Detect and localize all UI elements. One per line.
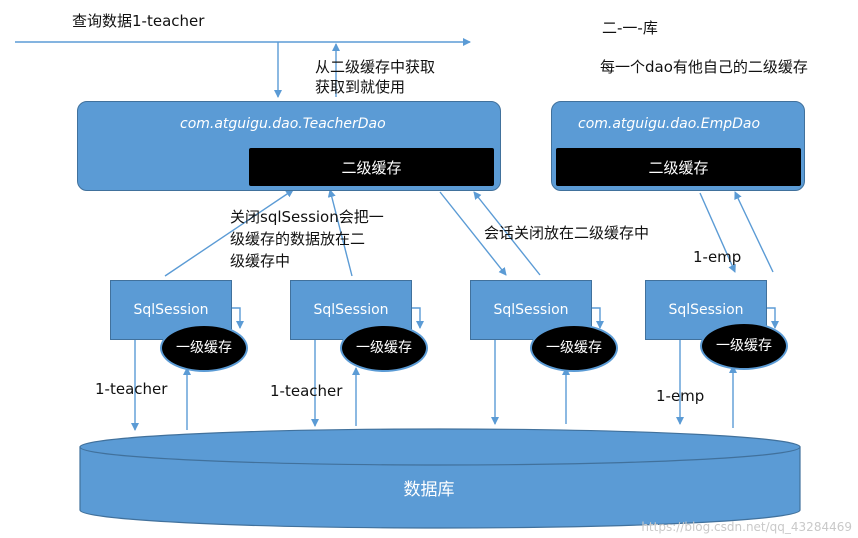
database-label: 数据库 (403, 480, 455, 500)
session-close-note: 会话关闭放在二级缓存中 (484, 224, 650, 242)
session4-to-l2-arrow (734, 191, 774, 273)
session2-to-l2-arrow (327, 189, 353, 277)
emp-l2-cache: 二级缓存 (555, 147, 802, 187)
sql-session-3: SqlSession (470, 280, 592, 340)
per-dao-note: 每一个dao有他自己的二级缓存 (600, 58, 808, 76)
session3-to-l2-arrow (473, 191, 541, 276)
flow-label-2: 1-teacher (270, 382, 343, 400)
l1-cache-1: 一级缓存 (160, 324, 248, 372)
emp-dao-name: com.atguigu.dao.EmpDao (578, 116, 761, 132)
query-note: 查询数据1-teacher (72, 12, 205, 30)
l1-cache-2: 一级缓存 (340, 324, 428, 372)
close-note-line1: 关闭sqlSession会把一 (230, 208, 384, 226)
l1-cache-4: 一级缓存 (700, 322, 788, 370)
watermark: https://blog.csdn.net/qq_43284469 (641, 520, 852, 534)
sql-session-2: SqlSession (290, 280, 412, 340)
emp-flow-upper-label: 1-emp (693, 248, 742, 266)
l2-to-session4-arrow (699, 192, 736, 273)
cache2-elbow-arrow (410, 307, 424, 329)
cache4-elbow-arrow (765, 307, 779, 329)
flow-label-4: 1-emp (656, 387, 705, 405)
database-cylinder (79, 428, 801, 529)
fetch-note-line2: 获取到就使用 (315, 78, 406, 96)
session1-to-l2-arrow (164, 189, 294, 277)
close-note-line2: 级缓存的数据放在二 (230, 230, 366, 248)
fetch-note-line1: 从二级缓存中获取 (315, 58, 436, 76)
diagram-title: 二-一-库 (602, 19, 658, 37)
l1-cache-3: 一级缓存 (530, 324, 618, 372)
cache3-elbow-arrow (590, 307, 604, 329)
teacher-l2-cache: 二级缓存 (248, 147, 495, 187)
teacher-dao-name: com.atguigu.dao.TeacherDao (180, 116, 386, 132)
l2-to-session3-arrow (439, 191, 507, 276)
cache1-elbow-arrow (230, 307, 244, 329)
close-note-line3: 级缓存中 (230, 252, 291, 270)
flow-label-1: 1-teacher (95, 380, 168, 398)
